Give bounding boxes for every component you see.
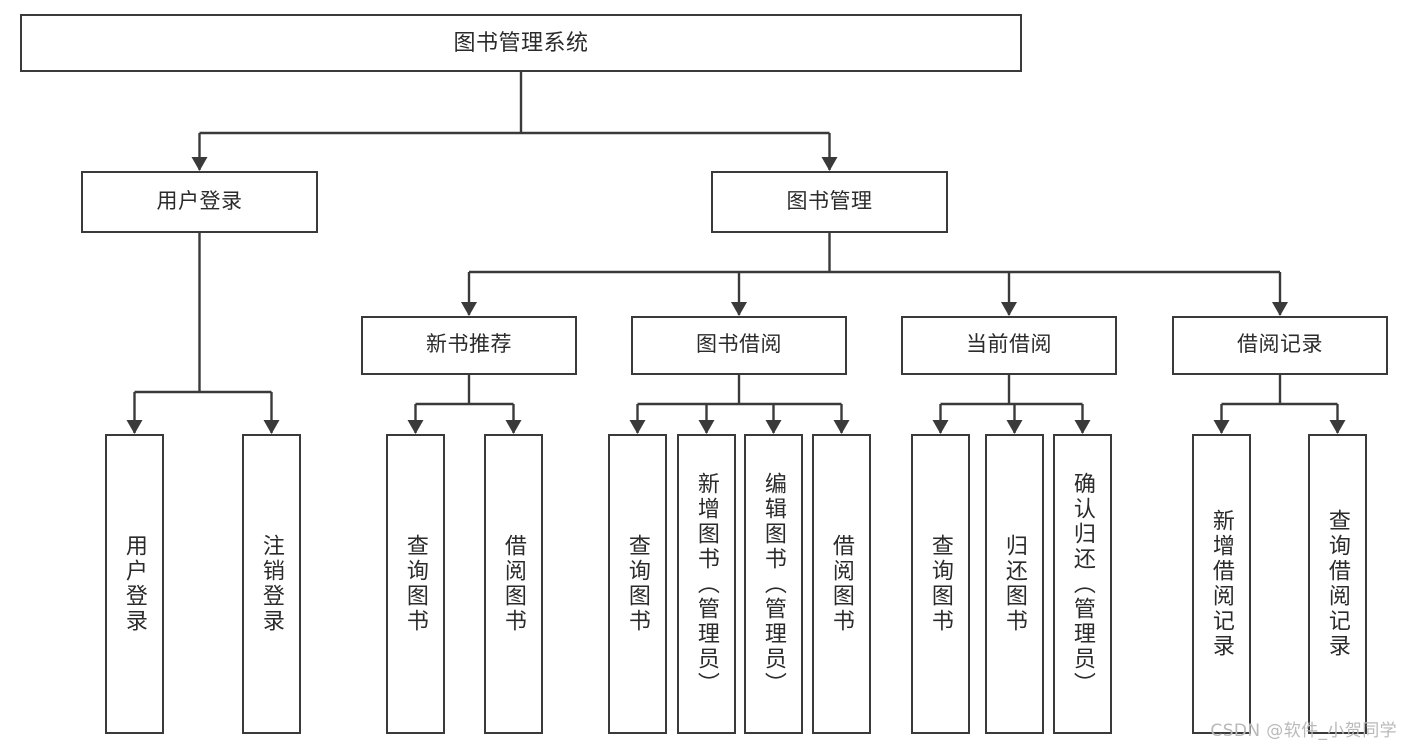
connector-arrowhead xyxy=(932,420,949,434)
node-leaf-borrow-book-recommend[interactable]: 借阅图书 xyxy=(484,434,543,734)
node-leaf-borrow-book[interactable]: 借阅图书 xyxy=(812,434,871,734)
node-user-login[interactable]: 用户登录 xyxy=(81,171,318,233)
node-label: 新书推荐 xyxy=(426,333,512,357)
node-current-borrow[interactable]: 当前借阅 xyxy=(901,316,1117,375)
node-label: 确认归还（管理员） xyxy=(1070,471,1096,697)
connector-arrowhead xyxy=(1001,302,1017,316)
node-new-book-recommend[interactable]: 新书推荐 xyxy=(361,316,577,375)
connector-arrowhead xyxy=(191,157,208,171)
node-label: 图书管理 xyxy=(786,189,873,213)
node-label: 借阅图书 xyxy=(501,534,527,634)
connector-arrowhead xyxy=(505,420,522,434)
node-leaf-edit-book-admin[interactable]: 编辑图书（管理员） xyxy=(744,434,803,734)
node-leaf-query-book[interactable]: 查询图书 xyxy=(608,434,667,734)
connector-arrowhead xyxy=(821,157,838,171)
connector-arrowhead xyxy=(1213,420,1230,434)
node-label: 图书借阅 xyxy=(696,333,782,357)
node-leaf-query-book-recommend[interactable]: 查询图书 xyxy=(386,434,445,734)
node-book-borrow[interactable]: 图书借阅 xyxy=(631,316,847,375)
node-leaf-query-borrow-record[interactable]: 查询借阅记录 xyxy=(1308,434,1367,734)
node-label: 编辑图书（管理员） xyxy=(761,471,787,697)
connector-arrowhead xyxy=(833,420,850,434)
node-label: 新增借阅记录 xyxy=(1209,509,1235,659)
node-label: 新增图书（管理员） xyxy=(694,471,720,697)
connector-arrowhead xyxy=(1329,420,1346,434)
node-leaf-return-book[interactable]: 归还图书 xyxy=(985,434,1044,734)
node-label: 当前借阅 xyxy=(966,333,1052,357)
node-leaf-confirm-return-admin[interactable]: 确认归还（管理员） xyxy=(1053,434,1112,734)
node-label: 借阅记录 xyxy=(1237,333,1323,357)
node-label: 归还图书 xyxy=(1002,534,1028,634)
connector-arrowhead xyxy=(1272,302,1288,316)
connector-arrowhead xyxy=(1074,420,1091,434)
node-leaf-user-logout[interactable]: 注销登录 xyxy=(242,434,301,734)
connector-arrowhead xyxy=(698,420,715,434)
node-label: 用户登录 xyxy=(156,189,243,213)
connector-arrowhead xyxy=(407,420,424,434)
node-label: 查询图书 xyxy=(625,534,651,634)
connector-arrowhead xyxy=(1006,420,1023,434)
connector-arrowhead xyxy=(263,420,280,434)
node-borrow-record[interactable]: 借阅记录 xyxy=(1172,316,1388,375)
node-label: 查询图书 xyxy=(403,534,429,634)
node-label: 用户登录 xyxy=(122,534,148,634)
watermark-text: CSDN @软件_小贺同学 xyxy=(1210,721,1397,741)
connector-arrowhead xyxy=(126,420,143,434)
node-label: 查询借阅记录 xyxy=(1325,509,1351,659)
node-root[interactable]: 图书管理系统 xyxy=(20,14,1022,72)
node-leaf-user-login[interactable]: 用户登录 xyxy=(105,434,164,734)
node-label: 注销登录 xyxy=(259,534,285,634)
node-leaf-add-book-admin[interactable]: 新增图书（管理员） xyxy=(677,434,736,734)
connector-arrowhead xyxy=(629,420,646,434)
node-book-manage[interactable]: 图书管理 xyxy=(711,171,948,233)
node-leaf-add-borrow-record[interactable]: 新增借阅记录 xyxy=(1192,434,1251,734)
connector-arrowhead xyxy=(731,302,747,316)
node-leaf-query-book-current[interactable]: 查询图书 xyxy=(911,434,970,734)
connector-arrowhead xyxy=(461,302,477,316)
node-label: 查询图书 xyxy=(928,534,954,634)
connector-arrowhead xyxy=(765,420,782,434)
node-label: 借阅图书 xyxy=(829,534,855,634)
node-label: 图书管理系统 xyxy=(453,30,589,56)
